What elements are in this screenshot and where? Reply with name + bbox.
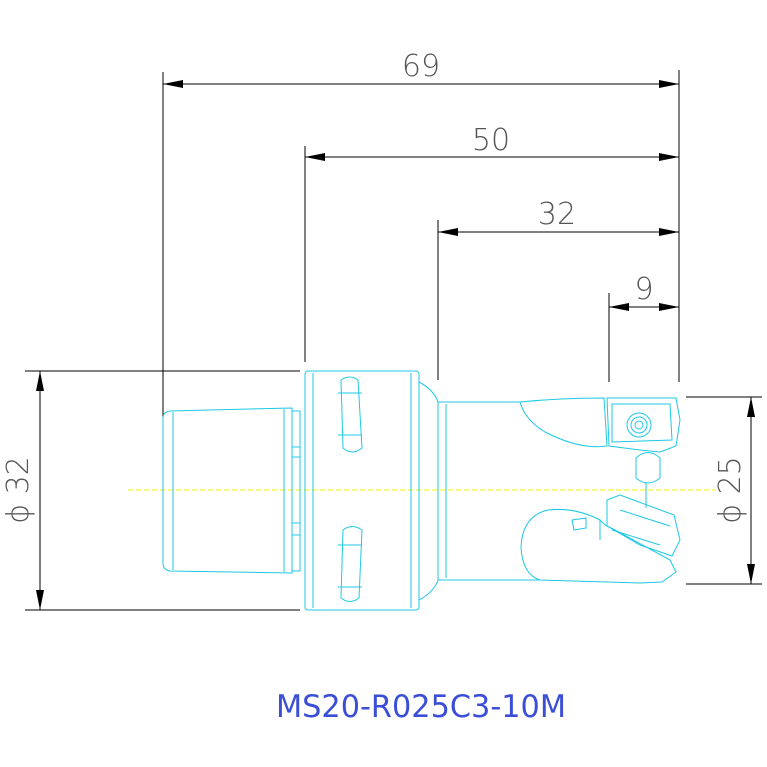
cutter-head [519,397,677,584]
dimension-diameter-25: ϕ 25 [713,397,755,584]
dimension-diameter-32: ϕ 32 [1,371,44,610]
dimension-50: 50 [305,123,679,161]
neck [418,381,540,601]
tool-body [162,370,681,611]
dim-32-label: 32 [538,197,576,232]
part-number: MS20-R025C3-10M [276,689,566,725]
dim-diameter-25-label: ϕ 25 [713,456,748,524]
dim-9-label: 9 [634,272,653,307]
extension-lines [25,70,762,611]
dimension-32: 32 [438,197,679,236]
shank [162,407,301,574]
insert [606,397,681,557]
dim-69-label: 69 [402,49,440,84]
dimension-9: 9 [609,272,679,311]
dimension-69: 69 [163,49,679,88]
flange [304,370,420,611]
dim-50-label: 50 [472,123,510,158]
dim-diameter-32-label: ϕ 32 [1,456,36,524]
